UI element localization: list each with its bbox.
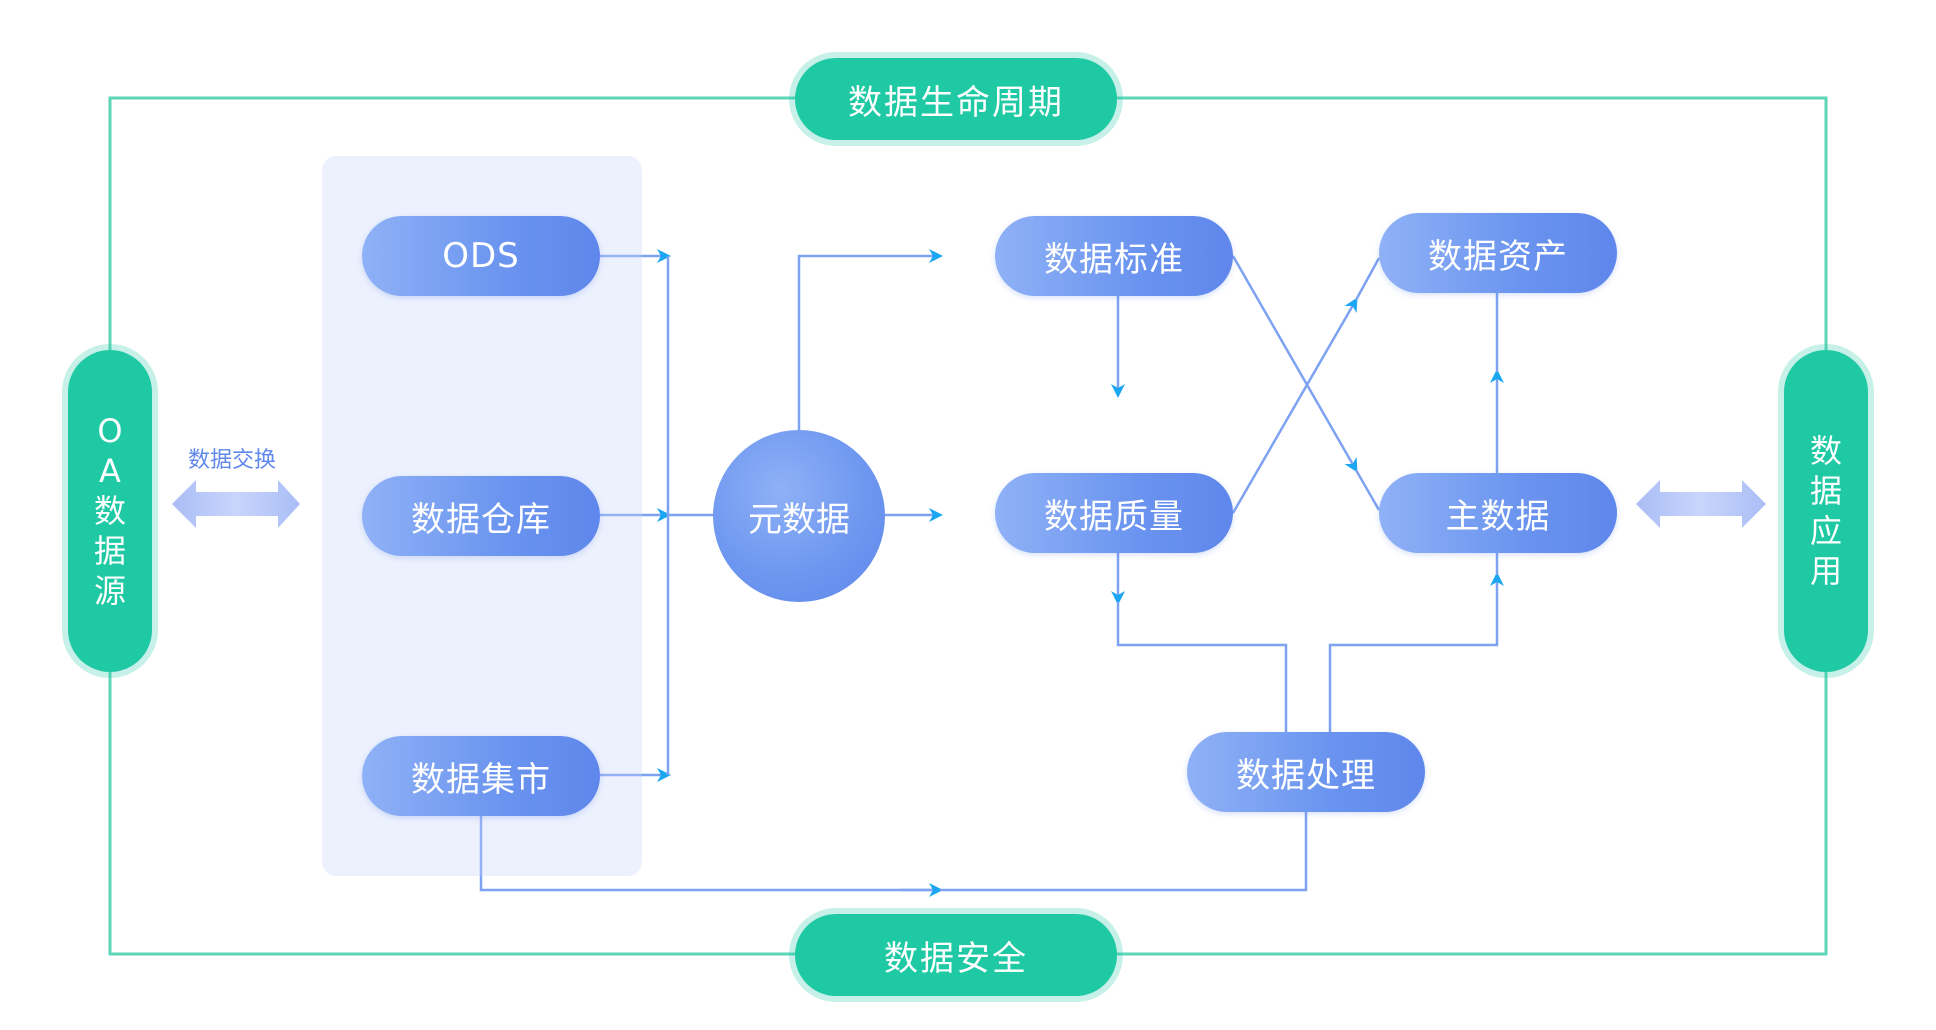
vertical-label-char: 源 xyxy=(93,572,126,610)
cross-tail-b xyxy=(1354,257,1381,301)
quality-to-processing xyxy=(1116,602,1288,735)
node-data-processing[interactable]: 数据处理 xyxy=(1187,732,1425,812)
vertical-label-char: 应 xyxy=(1809,512,1842,550)
processing-to-master xyxy=(1328,572,1504,735)
node-master-data[interactable]: 主数据 xyxy=(1379,473,1617,553)
node-data-quality[interactable]: 数据质量 xyxy=(995,473,1233,553)
lifecycle-label: 数据生命周期 xyxy=(795,58,1117,140)
vertical-label-char: 数 xyxy=(1809,432,1842,470)
node-data-standard[interactable]: 数据标准 xyxy=(995,216,1233,296)
data-exchange-label: 数据交换 xyxy=(188,448,277,473)
quality-to-asset xyxy=(1231,297,1358,514)
data-application-label: 数据应用 xyxy=(1784,350,1868,672)
mart-to-processing-path xyxy=(479,815,940,892)
node-data-mart[interactable]: 数据集市 xyxy=(362,736,600,816)
cross-tail-a xyxy=(1354,469,1381,511)
security-label: 数据安全 xyxy=(795,914,1117,996)
node-metadata[interactable]: 元数据 xyxy=(713,430,885,602)
vertical-label-char: 用 xyxy=(1809,552,1842,590)
node-data-asset[interactable]: 数据资产 xyxy=(1379,213,1617,293)
standard-to-master xyxy=(1231,255,1358,473)
vertical-label-char: 数 xyxy=(93,492,126,530)
vertical-label-char: A xyxy=(99,452,121,490)
vertical-label-char: 据 xyxy=(1809,472,1842,510)
vertical-label-char: 据 xyxy=(93,532,126,570)
vertical-label-char: O xyxy=(97,412,123,450)
metadata-to-standard xyxy=(797,249,943,430)
exchange-arrow-left xyxy=(172,480,300,528)
exchange-arrow-right xyxy=(1636,480,1766,528)
bottom-loop-return xyxy=(940,812,1308,892)
node-ods[interactable]: ODS xyxy=(362,216,600,296)
node-data-warehouse[interactable]: 数据仓库 xyxy=(362,476,600,556)
